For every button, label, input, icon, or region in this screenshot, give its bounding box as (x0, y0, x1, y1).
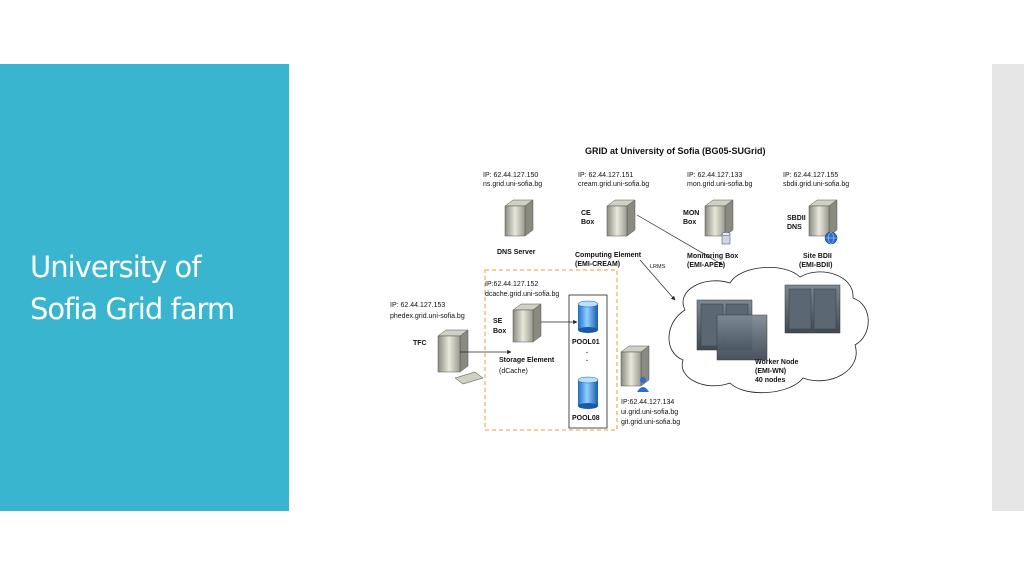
user-interface-server: IP:62.44.127.134 ui.grid.uni-sofia.bg gi… (620, 345, 680, 426)
pool-ellipsis: · (586, 350, 588, 357)
ce-to-mon-arrow (636, 214, 724, 266)
ce-label1: Computing Element (575, 252, 642, 259)
server-icon (620, 345, 650, 387)
ui-host1: ui.grid.uni-sofia.bg (621, 409, 678, 416)
keyboard-icon (454, 371, 484, 385)
database-icon (721, 232, 731, 245)
se-label1: Storage Element (499, 357, 555, 364)
pool-first: POOL01 (572, 339, 600, 346)
ce-ip: IP: 62.44.127.151 (578, 172, 633, 179)
server-icon (504, 199, 534, 237)
bdii-host: sbdii.grid.uni-sofia.bg (783, 181, 849, 188)
ce-to-wn-arrow (639, 259, 676, 301)
monitoring-box: IP: 62.44.127.133 mon.grid.uni-sofia.bg … (683, 172, 752, 269)
diagram-title: GRID at University of Sofia (BG05-SUGrid… (585, 146, 766, 156)
wn-label1: Worker Node (755, 359, 799, 366)
server-icon (704, 199, 734, 237)
worker-node-cloud: Worker Node (EMI-WN) 40 nodes (668, 267, 869, 394)
tfc-label: TFC (413, 340, 427, 347)
slide-title-line2: Sofia Grid farm (30, 292, 235, 326)
bdii-tag2: DNS (787, 224, 802, 231)
dns-host: ns.grid.uni-sofia.bg (483, 181, 542, 188)
tfc-host: phedex.grid.uni-sofia.bg (390, 313, 465, 320)
lrms-label: LRMS (650, 264, 666, 270)
se-dashed-border (484, 269, 618, 431)
pool-box (568, 294, 608, 429)
bdii-label1: Site BDII (803, 253, 832, 260)
server-icon (808, 199, 838, 237)
mon-label2: (EMI-APEL) (687, 262, 725, 269)
ce-host: cream.grid.uni-sofia.bg (578, 181, 649, 188)
ui-ip: IP:62.44.127.134 (621, 399, 674, 406)
pool-ellipsis: · (586, 358, 588, 365)
ce-tag2: Box (581, 219, 594, 226)
server-icon (512, 303, 542, 343)
grid-diagram: GRID at University of Sofia (BG05-SUGrid… (390, 146, 869, 431)
ui-host2: git.grid.uni-sofia.bg (621, 419, 680, 426)
dns-label: DNS Server (497, 249, 536, 256)
globe-icon (824, 231, 838, 245)
computing-element: IP: 62.44.127.151 cream.grid.uni-sofia.b… (575, 172, 666, 270)
mon-ip: IP: 62.44.127.133 (687, 172, 742, 179)
title-panel (0, 64, 289, 511)
se-label2: (dCache) (499, 368, 528, 375)
bdii-ip: IP: 62.44.127.155 (783, 172, 838, 179)
tfc-server: IP: 62.44.127.153 phedex.grid.uni-sofia.… (390, 302, 512, 385)
mon-label1: Monitoring Box (687, 253, 738, 260)
mon-host: mon.grid.uni-sofia.bg (687, 181, 752, 188)
se-host: dcache.grid.uni-sofia.bg (485, 291, 559, 298)
se-ip: IP:62.44.127.152 (485, 281, 538, 288)
tfc-ip: IP: 62.44.127.153 (390, 302, 445, 309)
dns-ip: IP: 62.44.127.150 (483, 172, 538, 179)
pool-last: POOL08 (572, 415, 600, 422)
user-icon (637, 377, 649, 392)
mon-tag2: Box (683, 219, 696, 226)
slide-title-line1: University of (30, 250, 201, 284)
database-icon (577, 376, 599, 409)
se-tag2: Box (493, 328, 506, 335)
ce-label2: (EMI-CREAM) (575, 261, 620, 268)
server-rack-icon (696, 299, 768, 361)
mon-tag1: MON (683, 210, 699, 217)
bdii-label2: (EMI-BDII) (799, 262, 832, 269)
ce-tag1: CE (581, 210, 591, 217)
dns-server: IP: 62.44.127.150 ns.grid.uni-sofia.bg D… (483, 172, 542, 256)
bdii-tag1: SBDII (787, 215, 806, 222)
slide-title: University of Sofia Grid farm (30, 246, 280, 330)
storage-element-group: IP:62.44.127.152 dcache.grid.uni-sofia.b… (484, 269, 618, 431)
server-icon (606, 199, 636, 237)
se-tag1: SE (493, 318, 503, 325)
wn-label3: 40 nodes (755, 377, 785, 384)
side-scrollbar (992, 64, 1024, 511)
server-icon (437, 329, 469, 373)
server-rack-icon (784, 284, 841, 334)
database-icon (577, 300, 599, 333)
wn-label2: (EMI-WN) (755, 368, 786, 375)
site-bdii: IP: 62.44.127.155 sbdii.grid.uni-sofia.b… (783, 172, 849, 269)
